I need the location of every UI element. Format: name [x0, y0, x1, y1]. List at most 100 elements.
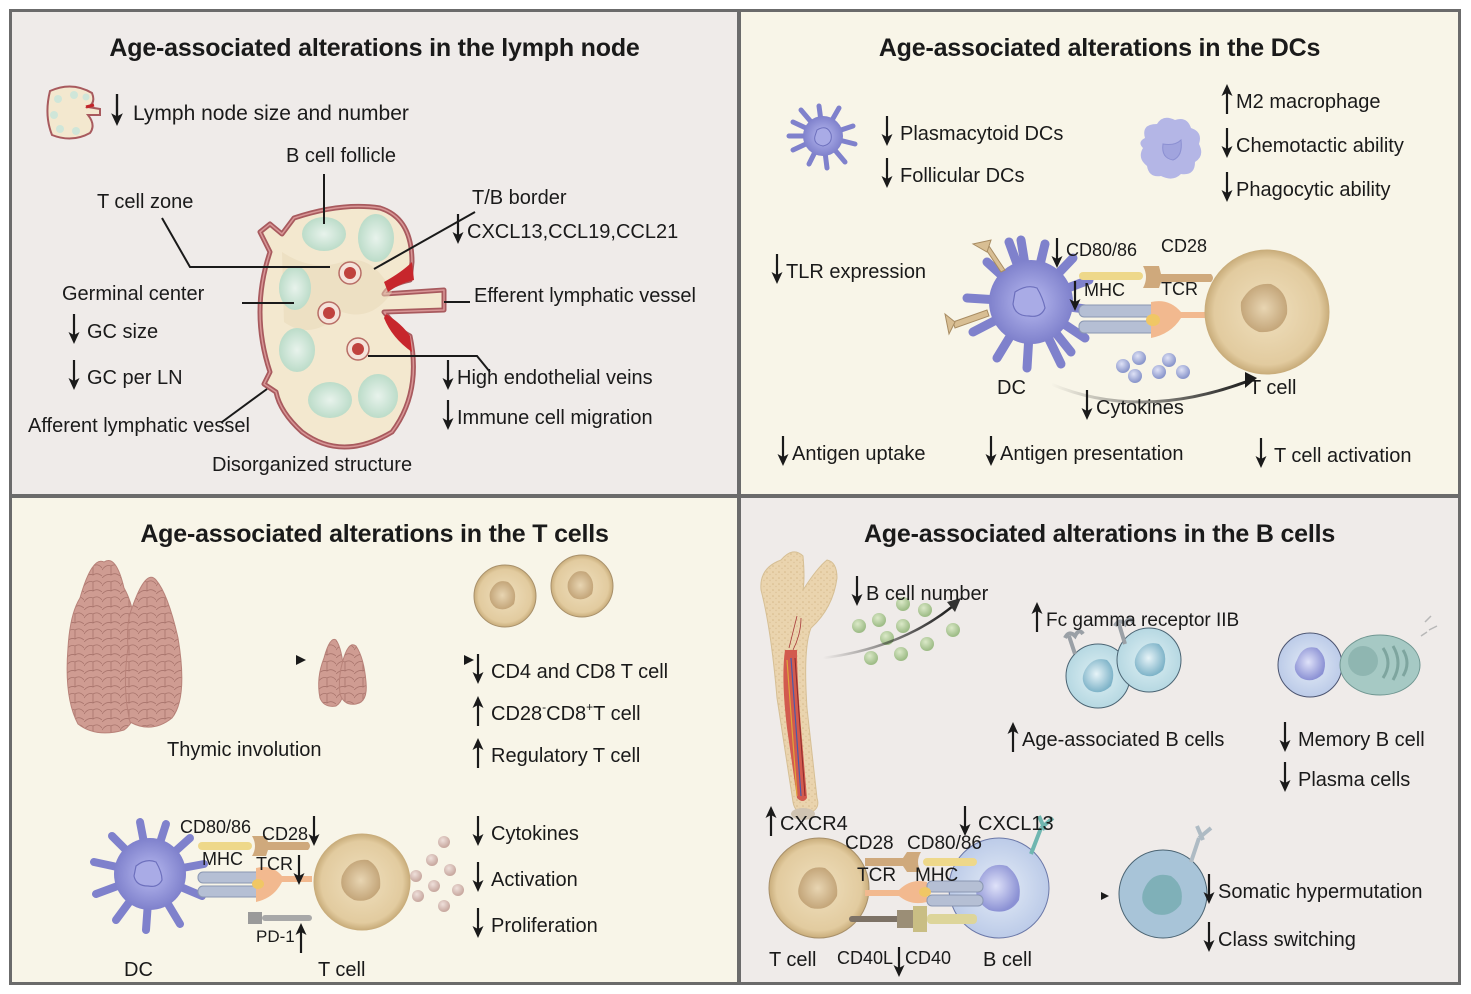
arrow-up-icon [295, 920, 307, 956]
dc-illustration [786, 103, 1330, 404]
label-b-cell-number: B cell number [851, 576, 988, 606]
label-activation: Activation [472, 862, 578, 892]
cytokines [410, 836, 464, 912]
arrow-up-icon [472, 696, 484, 726]
arrow-down-icon [1069, 274, 1081, 318]
b-cell-follicle [302, 217, 346, 251]
arrow-down-icon [893, 946, 905, 978]
dendritic-cell [90, 818, 208, 934]
arrow-down-icon [881, 158, 893, 188]
arrow-down-icon [959, 806, 971, 836]
arrow-down-icon [452, 214, 464, 244]
arrow-up-icon [1007, 722, 1019, 752]
panel-b-cells: Age-associated alterations in the B cell… [741, 498, 1458, 982]
arrow-down-icon [851, 576, 863, 606]
arrow-down-icon [1221, 172, 1233, 202]
synapse-receptors [849, 852, 984, 932]
memory-b-cell [1277, 632, 1343, 698]
bone-marrow [760, 551, 838, 820]
arrow-up-icon [1221, 84, 1233, 114]
plasmacytoid-dc-icon [786, 103, 858, 171]
label-cd4-cd8: CD4 and CD8 T cell [472, 654, 668, 684]
label-fc-gamma: Fc gamma receptor IIB [1031, 602, 1239, 632]
arrow-down-icon [1081, 390, 1093, 420]
panel-title-b-cells: Age-associated alterations in the B cell… [863, 520, 1336, 548]
label-tcr: TCR [256, 852, 308, 888]
age-associated-b-cells [1063, 617, 1182, 709]
label-m2-macrophage: M2 macrophage [1221, 84, 1381, 114]
cytokines [1116, 351, 1190, 383]
label-b-cell: B cell [983, 949, 1032, 971]
arrow-down-icon [881, 116, 893, 146]
label-somatic-hypermutation: Somatic hypermutation [1203, 874, 1423, 904]
label-follicular-dcs: Follicular DCs [881, 158, 1024, 188]
label-tlr: TLR expression [771, 254, 926, 284]
arrow-down-icon [472, 908, 484, 938]
label-lymph-node-size: Lymph node size and number [110, 94, 409, 126]
arrow-down-icon [777, 436, 789, 466]
arrow-down-icon [1203, 922, 1215, 952]
label-cd28-cd8: CD28-CD8+T cell [472, 696, 641, 726]
arrow-down-icon [1279, 762, 1291, 792]
label-treg: Regulatory T cell [472, 738, 640, 768]
panel-title-dcs: Age-associated alterations in the DCs [878, 34, 1321, 62]
b-cell-class-switched [1118, 825, 1213, 939]
signal-arrow [1050, 378, 1252, 404]
arrow-down-icon [1203, 874, 1215, 904]
label-hev: High endothelial veins [442, 360, 653, 390]
label-antigen-uptake: Antigen uptake [777, 436, 925, 466]
label-gc-per-ln: GC per LN [68, 360, 183, 390]
arrow-down-icon [1279, 722, 1291, 752]
label-t-cell: T cell [1249, 377, 1297, 399]
arrow-down-icon [68, 314, 80, 344]
arrow-down-icon [1221, 128, 1233, 158]
label-plasma-cells: Plasma cells [1279, 762, 1410, 792]
label-class-switching: Class switching [1203, 922, 1356, 952]
arrow-down-icon [771, 254, 783, 284]
label-phagocytic: Phagocytic ability [1221, 172, 1391, 202]
label-tb-border: T/B border [472, 187, 567, 209]
panel-title-lymph-node: Age-associated alterations in the lymph … [109, 34, 640, 62]
label-gc-size: GC size [68, 314, 158, 344]
label-disorganized: Disorganized structure [212, 454, 413, 476]
label-antigen-presentation: Antigen presentation [985, 436, 1183, 466]
macrophage-icon [1140, 117, 1202, 179]
thymus-large [66, 560, 183, 734]
label-t-cell-activation: T cell activation [1255, 438, 1411, 468]
label-thymic-involution: Thymic involution [167, 739, 322, 761]
plasma-cell [1339, 615, 1438, 696]
label-memory-b: Memory B cell [1279, 722, 1425, 752]
panel-dcs: Age-associated alterations in the DCs [741, 12, 1458, 494]
t-cell [313, 833, 411, 931]
label-t-cell: T cell [769, 949, 817, 971]
label-germinal-center: Germinal center [62, 283, 205, 305]
arrow-down-icon [472, 862, 484, 892]
label-efferent-vessel: Efferent lymphatic vessel [474, 285, 696, 307]
arrow-down-icon [472, 816, 484, 846]
label-dc: DC [997, 377, 1026, 399]
label-afferent-vessel: Afferent lymphatic vessel [28, 415, 250, 437]
label-chemokines: CXCL13,CCL19,CCL21 [452, 214, 678, 244]
label-cd28: CD28 [262, 816, 323, 846]
receptors [197, 836, 312, 924]
label-chemotactic: Chemotactic ability [1221, 128, 1404, 158]
label-b-cell-follicle: B cell follicle [286, 145, 397, 167]
egress-arrow [822, 605, 954, 660]
b-cell-illustration [760, 551, 1438, 939]
label-cd80-86: CD80/86 [907, 833, 982, 854]
arrow-down-icon [442, 400, 454, 430]
label-tcr: TCR [857, 865, 897, 886]
label-cd80-86: CD80/86 [180, 817, 252, 837]
label-cd28: CD28 [1161, 236, 1208, 256]
label-tcr: TCR [1161, 279, 1198, 299]
t-cell [768, 837, 870, 939]
t-cell-illustration [66, 554, 614, 934]
arrow-up-icon [472, 738, 484, 768]
panel-title-t-cells: Age-associated alterations in the T cell… [140, 520, 609, 548]
panel-lymph-node: Age-associated alterations in the lymph … [12, 12, 737, 494]
arrow-down-icon [68, 360, 80, 390]
arrow-down-icon [110, 94, 124, 126]
leader-lines [161, 174, 491, 423]
thymus-small [318, 638, 367, 707]
label-cytokines: Cytokines [1081, 390, 1184, 420]
